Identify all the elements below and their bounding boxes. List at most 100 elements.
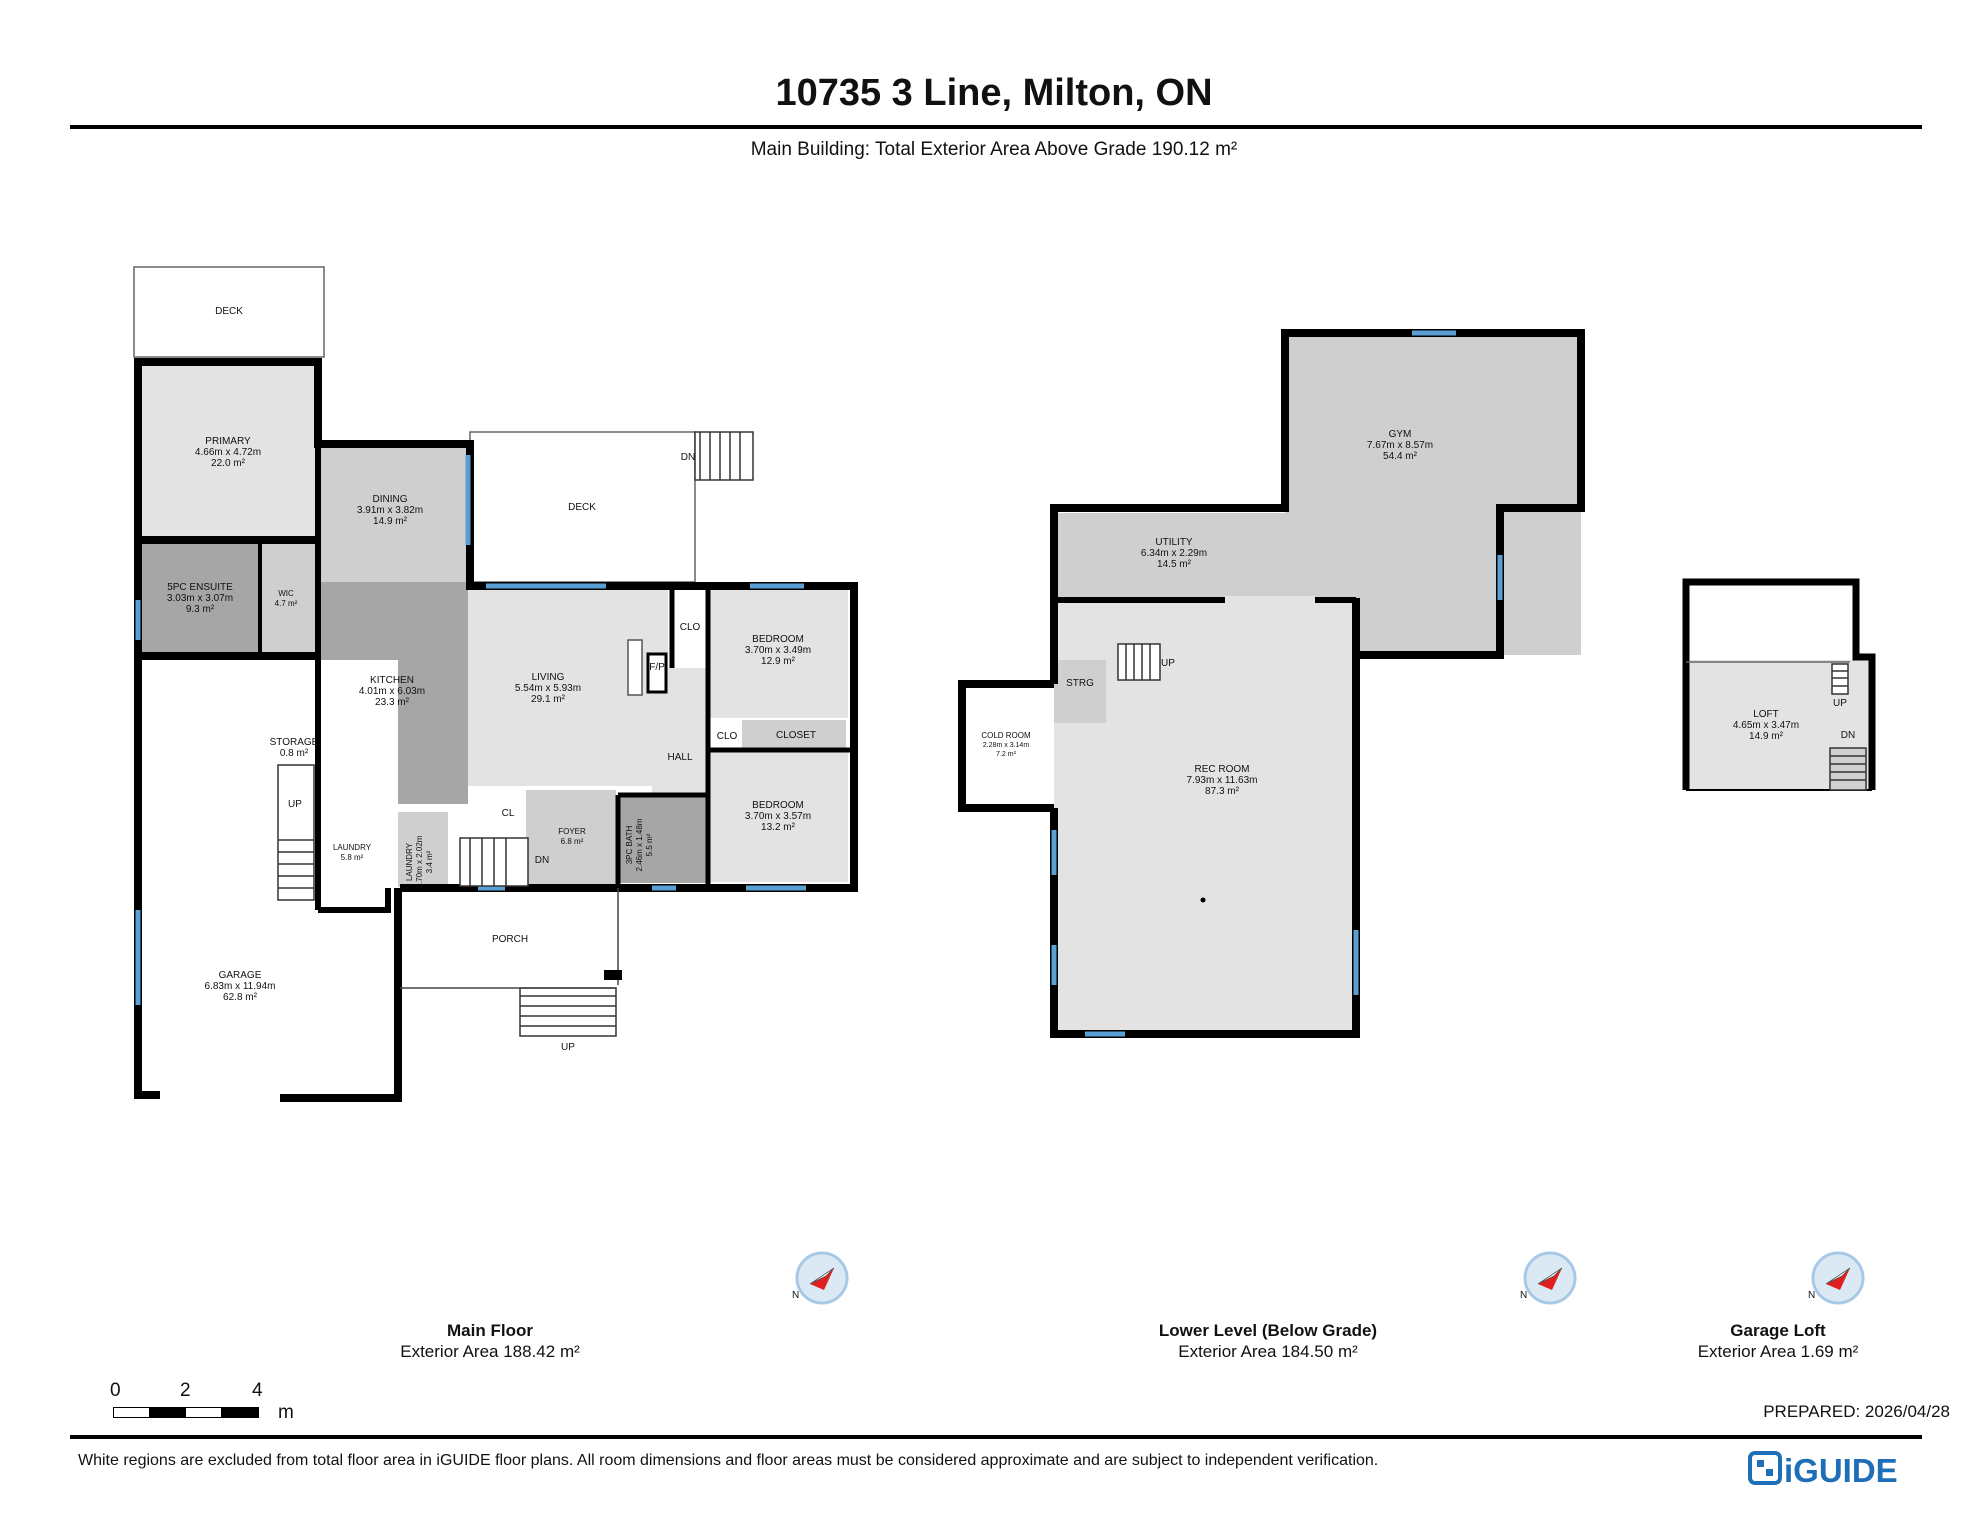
label-loft: LOFT — [1753, 709, 1779, 720]
label-cl: CL — [502, 808, 515, 819]
wall-loft — [1682, 578, 1876, 790]
stairs-deck — [694, 431, 754, 481]
svg-text:3.70m x 3.49m: 3.70m x 3.49m — [745, 645, 811, 656]
room-closet — [742, 720, 846, 748]
disclaimer-text: White regions are excluded from total fl… — [78, 1452, 1379, 1469]
label-stairs-dn-foyer: DN — [535, 855, 549, 866]
svg-text:14.9 m²: 14.9 m² — [1749, 731, 1784, 742]
svg-text:5.5 m²: 5.5 m² — [645, 833, 654, 856]
label-bedroom-2: BEDROOM — [752, 800, 804, 811]
room-porch — [400, 890, 622, 988]
room-bedroom-1 — [708, 588, 848, 718]
room-primary — [138, 360, 318, 540]
caption-lower-area: Exterior Area 184.50 m² — [1178, 1342, 1358, 1361]
lower-level-plan: GYM 7.67m x 8.57m 54.4 m² UTILITY 6.34m … — [958, 329, 1585, 1038]
label-deck-top: DECK — [215, 306, 243, 317]
label-clo-2: CLO — [717, 731, 738, 742]
label-stairs-up-garage: UP — [288, 799, 302, 810]
svg-text:7.67m x 8.57m: 7.67m x 8.57m — [1367, 440, 1433, 451]
scale-tick-0: 0 — [110, 1380, 121, 1401]
room-dining — [318, 440, 466, 582]
svg-text:7.93m x 11.63m: 7.93m x 11.63m — [1187, 775, 1258, 786]
label-rec-room: REC ROOM — [1195, 764, 1250, 775]
svg-text:3.4 m²: 3.4 m² — [425, 850, 434, 873]
room-foyer — [526, 790, 616, 886]
svg-text:3.03m x 3.07m: 3.03m x 3.07m — [167, 593, 233, 604]
label-strg: STRG — [1066, 678, 1094, 689]
svg-text:22.0 m²: 22.0 m² — [211, 458, 246, 469]
label-3pc-bath: 3PC BATH — [625, 826, 634, 865]
label-laundry-1: LAUNDRY — [333, 843, 372, 852]
caption-lower-level: Lower Level (Below Grade) Exterior Area … — [1118, 1320, 1418, 1362]
label-hall: HALL — [667, 752, 692, 763]
label-stairs-up-lower: UP — [1161, 658, 1175, 669]
fireplace — [646, 652, 668, 694]
svg-text:12.9 m²: 12.9 m² — [761, 656, 796, 667]
svg-text:5.54m x 5.93m: 5.54m x 5.93m — [515, 683, 581, 694]
svg-text:0.8 m²: 0.8 m² — [280, 748, 309, 759]
svg-text:3.91m x 3.82m: 3.91m x 3.82m — [357, 505, 423, 516]
prepared-date: PREPARED: 2026/04/28 — [1763, 1402, 1950, 1421]
label-fp: F/P — [649, 662, 665, 673]
label-stairs-up-porch: UP — [561, 1042, 575, 1053]
wall-laundry — [318, 888, 391, 913]
svg-text:7.2 m²: 7.2 m² — [996, 751, 1017, 758]
label-utility: UTILITY — [1155, 537, 1193, 548]
svg-text:iGUIDE: iGUIDE — [1784, 1452, 1898, 1489]
svg-text:4.01m x 6.03m: 4.01m x 6.03m — [359, 686, 425, 697]
svg-text:6.83m x 11.94m: 6.83m x 11.94m — [205, 981, 276, 992]
stairs-garage — [277, 764, 315, 901]
svg-text:2.28m x 3.14m: 2.28m x 3.14m — [983, 742, 1029, 749]
label-wic: WIC — [278, 589, 294, 598]
svg-text:9.3 m²: 9.3 m² — [186, 604, 215, 615]
room-deck-top — [133, 266, 325, 358]
page-title: 10735 3 Line, Milton, ON — [775, 72, 1213, 114]
caption-main-area: Exterior Area 188.42 m² — [400, 1342, 580, 1361]
room-3pc-bath — [618, 795, 708, 883]
iguide-logo: iGUIDE — [1748, 1449, 1908, 1489]
compass-lower: N — [1520, 1251, 1577, 1305]
stairs-foyer — [459, 837, 529, 887]
caption-main-name: Main Floor — [447, 1321, 533, 1340]
svg-text:13.2 m²: 13.2 m² — [761, 822, 796, 833]
scale-unit: m — [278, 1402, 294, 1423]
compass-n-label: N — [1520, 1290, 1527, 1301]
label-closet: CLOSET — [776, 730, 816, 741]
svg-text:3.70m x 3.57m: 3.70m x 3.57m — [745, 811, 811, 822]
label-primary: PRIMARY — [205, 436, 251, 447]
room-wic — [260, 540, 315, 654]
label-foyer: FOYER — [558, 827, 586, 836]
compass-n-label: N — [792, 1290, 799, 1301]
room-ensuite — [138, 540, 260, 654]
main-floor-plan: DECK PRIMARY 4.66m x 4.72m 22.0 m² 5PC E… — [133, 266, 858, 1102]
label-stairs-up-loft: UP — [1833, 698, 1847, 709]
label-living: LIVING — [532, 672, 565, 683]
title-rule — [70, 125, 1922, 129]
svg-text:4.7 m²: 4.7 m² — [275, 599, 298, 608]
garage-loft-plan: LOFT 4.65m x 3.47m 14.9 m² UP DN — [1682, 578, 1876, 791]
label-stairs-dn-loft: DN — [1841, 730, 1855, 741]
room-garage — [138, 660, 398, 1095]
label-deck-right: DECK — [568, 502, 596, 513]
scale-bar: 0 2 4 m — [108, 1380, 308, 1432]
label-garage: GARAGE — [219, 970, 262, 981]
label-stairs-dn-deck: DN — [681, 452, 695, 463]
caption-main-floor: Main Floor Exterior Area 188.42 m² — [340, 1320, 640, 1362]
compass-n-label: N — [1808, 1290, 1815, 1301]
caption-lower-name: Lower Level (Below Grade) — [1158, 1321, 1378, 1340]
room-bedroom-2 — [710, 752, 848, 882]
compass-loft: N — [1808, 1251, 1865, 1305]
label-porch: PORCH — [492, 934, 528, 945]
wall-lower-outline — [1050, 329, 1585, 1038]
room-cold — [962, 684, 1054, 808]
svg-text:6.34m x 2.29m: 6.34m x 2.29m — [1141, 548, 1207, 559]
svg-text:1.70m x 2.02m: 1.70m x 2.02m — [415, 835, 424, 888]
room-strg — [1054, 660, 1106, 723]
label-dining: DINING — [373, 494, 408, 505]
label-cold-room: COLD ROOM — [981, 731, 1031, 740]
room-utility — [1054, 513, 1290, 599]
svg-text:23.3 m²: 23.3 m² — [375, 697, 410, 708]
stairs-loft — [1829, 663, 1867, 791]
svg-text:54.4 m²: 54.4 m² — [1383, 451, 1418, 462]
label-bedroom-1: BEDROOM — [752, 634, 804, 645]
